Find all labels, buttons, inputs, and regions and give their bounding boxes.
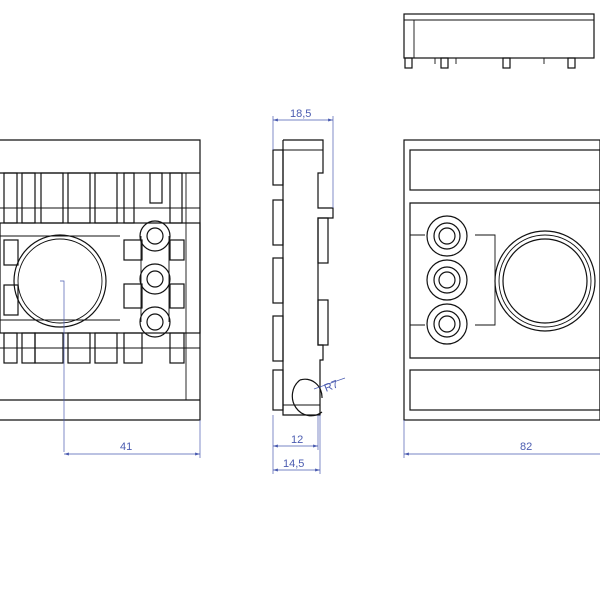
dimension-12: 12 <box>272 415 319 474</box>
dimension-82-label: 82 <box>520 441 532 453</box>
front-bottom-slots <box>0 332 200 364</box>
dimension-r7: R7 <box>313 377 346 395</box>
dimension-r7-label: R7 <box>323 378 341 394</box>
front-small-bores <box>139 220 171 338</box>
rear-small-bores <box>426 215 468 345</box>
dimension-14-5-label: 14,5 <box>283 458 304 470</box>
side-view <box>272 139 334 417</box>
dimension-18-5: 18,5 <box>272 108 334 208</box>
rear-view <box>403 139 600 421</box>
side-left-tabs <box>272 149 284 411</box>
front-view <box>0 139 201 452</box>
dimension-41: 41 <box>64 420 201 458</box>
dimension-82: 82 <box>403 420 600 458</box>
top-view <box>403 13 595 69</box>
dimension-41-label: 41 <box>120 441 132 453</box>
dimension-12-label: 12 <box>291 434 303 446</box>
dimension-18-5-label: 18,5 <box>290 108 311 120</box>
dimension-14-5: 14,5 <box>273 415 321 474</box>
front-top-slots <box>0 172 200 224</box>
